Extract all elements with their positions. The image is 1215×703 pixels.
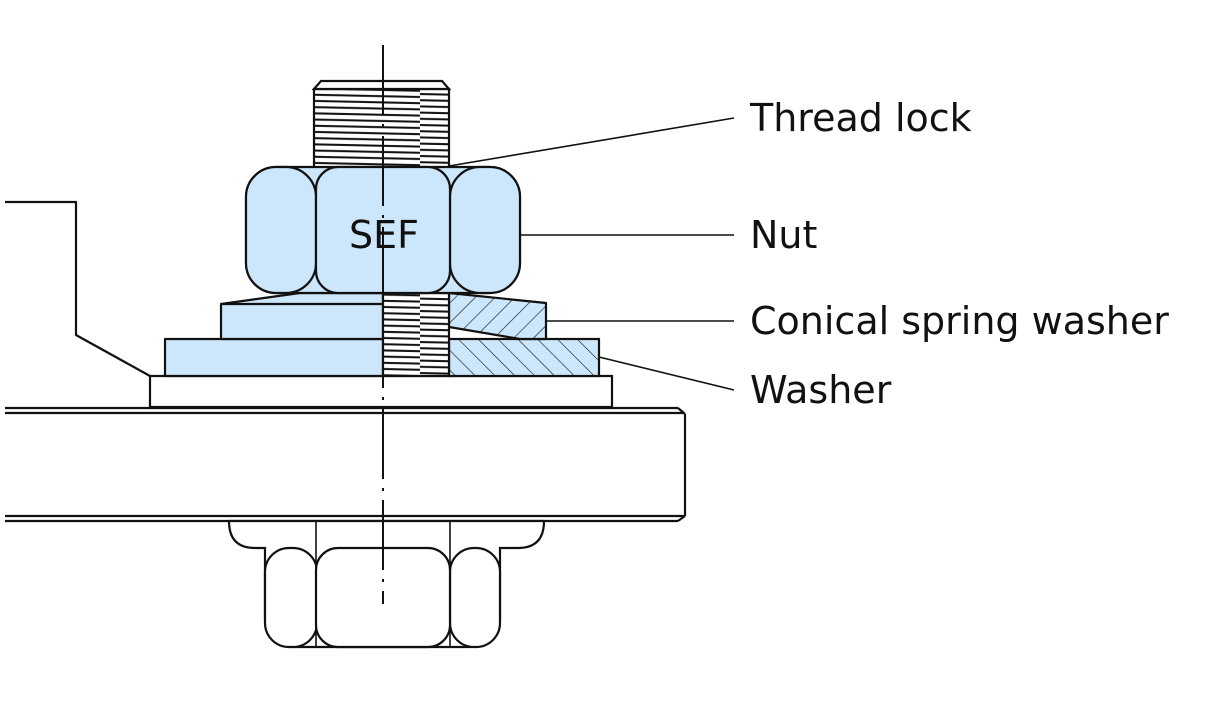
base-plate bbox=[5, 406, 687, 523]
leader-thread-lock bbox=[448, 117, 735, 167]
label-thread-lock: Thread lock bbox=[749, 96, 972, 140]
leader-washer bbox=[598, 356, 735, 391]
bolt-head bbox=[227, 519, 546, 649]
label-nut: Nut bbox=[750, 213, 817, 257]
bolt-thread-top bbox=[311, 79, 452, 170]
clamped-part-outline bbox=[5, 200, 151, 377]
label-washer: Washer bbox=[750, 368, 892, 412]
bolt-thread-section bbox=[381, 291, 451, 378]
label-conical-spring-washer: Conical spring washer bbox=[750, 299, 1169, 343]
washer bbox=[163, 337, 601, 378]
spacer-plate bbox=[148, 374, 614, 409]
